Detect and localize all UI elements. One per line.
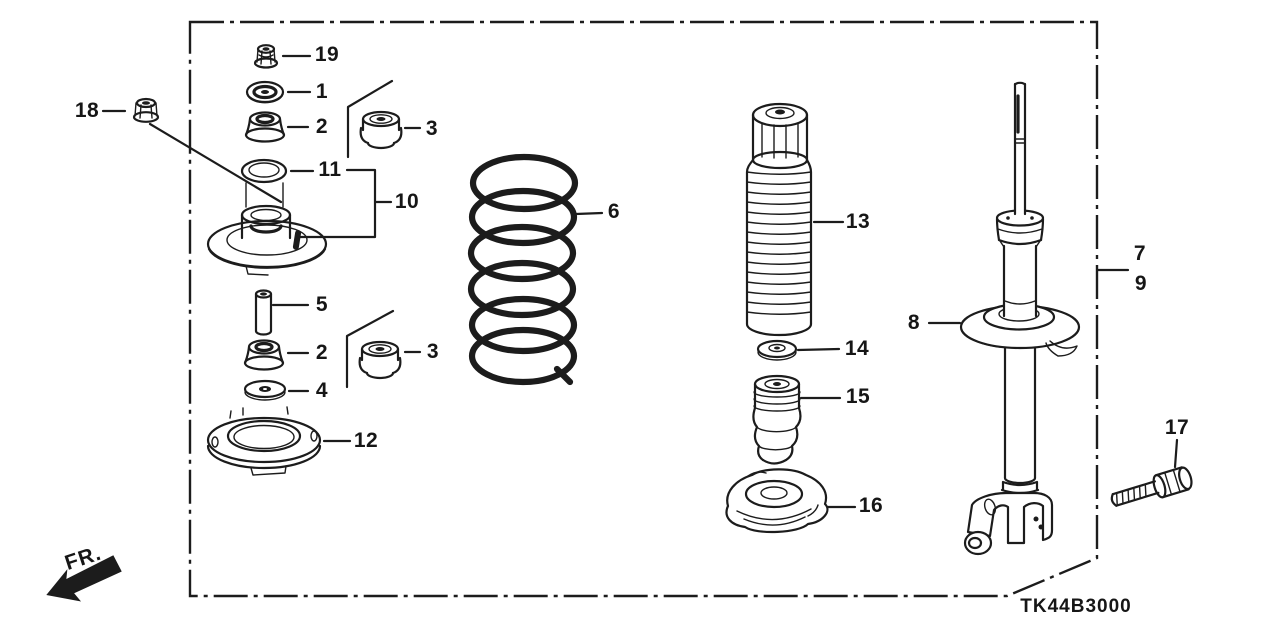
bushing-3-lower-drawing [358, 340, 402, 380]
part-label-5: 5 [315, 293, 329, 316]
fr-direction-arrow: FR. [46, 542, 122, 602]
part-label-14: 14 [844, 337, 870, 360]
washer-1-drawing [245, 80, 285, 104]
washer-14-drawing [756, 339, 798, 361]
diagram-code: TK44B3000 [1020, 596, 1132, 617]
part-label-2-upper: 2 [315, 115, 329, 138]
flange-bolt-17-drawing [1110, 466, 1193, 507]
collar-5-drawing [254, 289, 273, 336]
part-label-17: 17 [1164, 416, 1190, 439]
part-label-10: 10 [394, 190, 420, 213]
part-label-18: 18 [74, 99, 100, 122]
bump-stop-15-drawing [752, 374, 802, 465]
coil-spring-6-drawing [467, 153, 579, 386]
shock-absorber-7-9-drawing [959, 81, 1081, 556]
part-label-3-lower: 3 [426, 340, 440, 363]
part-label-12: 12 [353, 429, 379, 452]
spring-seat-ring-12-drawing [206, 406, 322, 476]
cap-nut-19-drawing [253, 44, 279, 69]
part-label-16: 16 [858, 494, 884, 517]
part-label-7: 7 [1133, 242, 1147, 265]
mount-base-16-drawing [725, 468, 829, 534]
part-label-6: 6 [607, 200, 621, 223]
part-label-9: 9 [1134, 272, 1148, 295]
bushing-2-lower-drawing [243, 339, 285, 371]
part-label-13: 13 [845, 210, 871, 233]
dust-cover-13-drawing [745, 102, 813, 337]
part-label-8: 8 [907, 311, 921, 334]
bushing-3-upper-drawing [359, 110, 403, 150]
part-label-3-upper: 3 [425, 117, 439, 140]
fork-bracket [966, 491, 1054, 545]
ring-11-drawing [240, 158, 288, 184]
bushing-2-upper-drawing [244, 111, 286, 143]
part-label-1: 1 [315, 80, 329, 103]
shock-mount-10-drawing [206, 182, 328, 276]
washer-4-drawing [243, 379, 287, 401]
flange-nut-18-drawing [132, 97, 160, 123]
diagram-border [188, 20, 1099, 598]
part-label-11: 11 [318, 158, 342, 181]
part-label-2-lower: 2 [315, 341, 329, 364]
leader-lines [101, 54, 1179, 509]
part-label-15: 15 [845, 385, 871, 408]
part-label-19: 19 [314, 43, 340, 66]
part-label-4: 4 [315, 379, 329, 402]
